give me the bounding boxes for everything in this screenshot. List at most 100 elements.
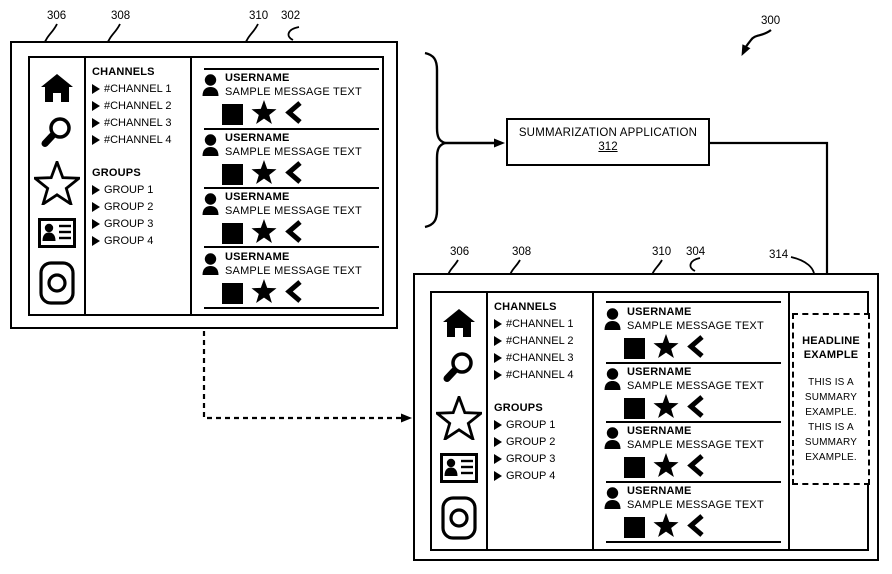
channel-item[interactable]: #CHANNEL 4 [92, 131, 190, 148]
group-item[interactable]: GROUP 3 [92, 215, 190, 232]
channel-item[interactable]: #CHANNEL 1 [92, 80, 190, 97]
search-icon[interactable] [442, 351, 476, 383]
groups-header: GROUPS [494, 402, 543, 414]
message-text: SAMPLE MESSAGE TEXT [225, 86, 362, 98]
share-angle-icon[interactable] [285, 160, 303, 189]
triangle-right-icon [494, 318, 502, 329]
group-item[interactable]: GROUP 4 [92, 232, 190, 249]
channel-item[interactable]: #CHANNEL 4 [494, 366, 592, 383]
square-icon[interactable] [222, 104, 243, 125]
channel-label: #CHANNEL 2 [506, 334, 574, 347]
message-item: USERNAME SAMPLE MESSAGE TEXT [192, 130, 386, 188]
share-angle-icon[interactable] [285, 219, 303, 248]
channel-item[interactable]: #CHANNEL 3 [494, 349, 592, 366]
square-icon[interactable] [624, 457, 645, 478]
ref-308-w2: 308 [512, 246, 532, 258]
square-icon[interactable] [624, 398, 645, 419]
message-item: USERNAME SAMPLE MESSAGE TEXT [594, 483, 788, 541]
message-text: SAMPLE MESSAGE TEXT [627, 439, 764, 451]
group-label: GROUP 1 [506, 418, 556, 431]
contacts-icon[interactable] [38, 218, 76, 248]
star-icon[interactable] [653, 393, 679, 423]
channel-item[interactable]: #CHANNEL 1 [494, 315, 592, 332]
triangle-right-icon [92, 134, 100, 145]
share-angle-icon[interactable] [285, 279, 303, 308]
ref-304-w2: 304 [686, 246, 706, 258]
group-item[interactable]: GROUP 3 [494, 450, 592, 467]
channel-label: #CHANNEL 1 [104, 82, 172, 95]
channel-item[interactable]: #CHANNEL 2 [92, 97, 190, 114]
star-icon[interactable] [251, 159, 277, 189]
channel-item[interactable]: #CHANNEL 3 [92, 114, 190, 131]
contacts-icon[interactable] [440, 453, 478, 483]
message-username: USERNAME [225, 72, 290, 84]
star-icon[interactable] [436, 396, 482, 440]
separator [606, 421, 781, 423]
group-item[interactable]: GROUP 2 [92, 198, 190, 215]
square-icon[interactable] [222, 283, 243, 304]
star-icon[interactable] [653, 452, 679, 482]
separator [606, 481, 781, 483]
channels-groups-nav: CHANNELS #CHANNEL 1 #CHANNEL 2 #CHANNEL … [86, 58, 192, 314]
separator [204, 307, 379, 309]
message-username: USERNAME [627, 425, 692, 437]
star-icon[interactable] [251, 99, 277, 129]
channels-header: CHANNELS [92, 66, 155, 78]
search-icon[interactable] [40, 116, 74, 148]
summary-panel: HEADLINE EXAMPLE THIS IS A SUMMARY EXAMP… [792, 313, 870, 485]
ref-306-w2: 306 [450, 246, 470, 258]
ref-300-figure: 300 [761, 15, 781, 27]
share-angle-icon[interactable] [285, 100, 303, 129]
message-actions [624, 452, 705, 482]
home-icon[interactable] [442, 308, 476, 338]
camera-icon[interactable] [39, 261, 75, 305]
ref-310-w2: 310 [652, 246, 672, 258]
triangle-right-icon [92, 184, 100, 195]
message-username: USERNAME [225, 191, 290, 203]
group-item[interactable]: GROUP 1 [92, 181, 190, 198]
person-icon [604, 487, 621, 514]
home-icon[interactable] [40, 73, 74, 103]
message-item: USERNAME SAMPLE MESSAGE TEXT [192, 189, 386, 247]
share-angle-icon[interactable] [687, 453, 705, 482]
ref-306-w1: 306 [47, 10, 67, 22]
separator [204, 128, 379, 130]
square-icon[interactable] [624, 338, 645, 359]
channel-item[interactable]: #CHANNEL 2 [494, 332, 592, 349]
dashed-transform-arrow [202, 331, 412, 423]
star-icon[interactable] [251, 218, 277, 248]
star-icon[interactable] [653, 333, 679, 363]
group-label: GROUP 4 [104, 234, 154, 247]
triangle-right-icon [494, 335, 502, 346]
group-item[interactable]: GROUP 4 [494, 467, 592, 484]
star-icon[interactable] [251, 278, 277, 308]
share-angle-icon[interactable] [687, 394, 705, 423]
message-username: USERNAME [627, 366, 692, 378]
channels-groups-nav: CHANNELS #CHANNEL 1 #CHANNEL 2 #CHANNEL … [488, 293, 594, 549]
camera-icon[interactable] [441, 496, 477, 540]
share-angle-icon[interactable] [687, 513, 705, 542]
message-text: SAMPLE MESSAGE TEXT [627, 380, 764, 392]
message-actions [222, 218, 303, 248]
share-angle-icon[interactable] [687, 334, 705, 363]
square-icon[interactable] [624, 517, 645, 538]
group-item[interactable]: GROUP 1 [494, 416, 592, 433]
summarization-application-label: SUMMARIZATION APPLICATION [518, 127, 698, 139]
message-item: USERNAME SAMPLE MESSAGE TEXT [594, 304, 788, 362]
message-actions [222, 159, 303, 189]
message-username: USERNAME [225, 132, 290, 144]
message-text: SAMPLE MESSAGE TEXT [225, 205, 362, 217]
star-icon[interactable] [653, 512, 679, 542]
square-icon[interactable] [222, 164, 243, 185]
sidebar [30, 58, 86, 314]
brace [424, 51, 449, 229]
triangle-right-icon [92, 83, 100, 94]
messaging-window-302: CHANNELS #CHANNEL 1 #CHANNEL 2 #CHANNEL … [10, 41, 398, 329]
group-label: GROUP 3 [506, 452, 556, 465]
triangle-right-icon [494, 419, 502, 430]
star-icon[interactable] [34, 161, 80, 205]
square-icon[interactable] [222, 223, 243, 244]
sidebar [432, 293, 488, 549]
group-label: GROUP 1 [104, 183, 154, 196]
group-item[interactable]: GROUP 2 [494, 433, 592, 450]
